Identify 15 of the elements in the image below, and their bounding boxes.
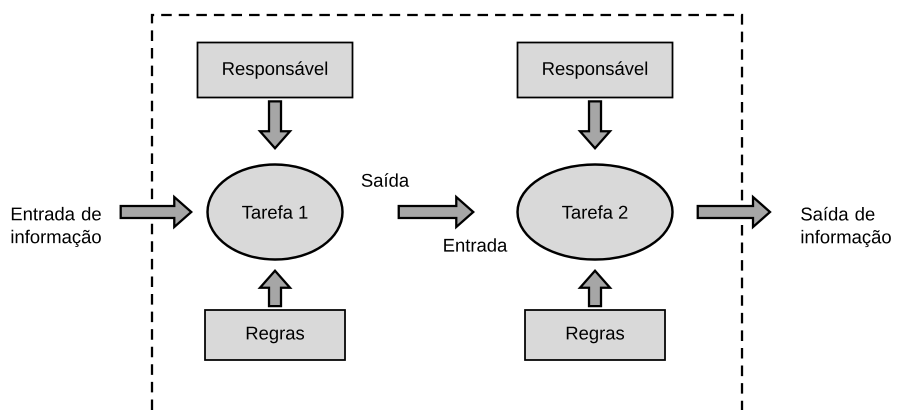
block-arrow [257,269,293,308]
io-label: Saída de informação [801,206,891,248]
role-box: Responsável [516,42,674,98]
io-label: Entrada de informação [12,206,101,248]
role-box: Regras [204,309,346,361]
block-arrow [120,194,193,230]
port-label: Saída [362,173,410,187]
block-arrow [577,269,613,308]
block-arrow [257,100,293,150]
role-box: Responsável [196,42,354,98]
block-arrow [696,194,772,230]
port-label: Entrada [444,238,508,252]
role-box: Regras [524,309,666,361]
block-arrow [398,194,475,230]
block-arrow [577,100,613,150]
